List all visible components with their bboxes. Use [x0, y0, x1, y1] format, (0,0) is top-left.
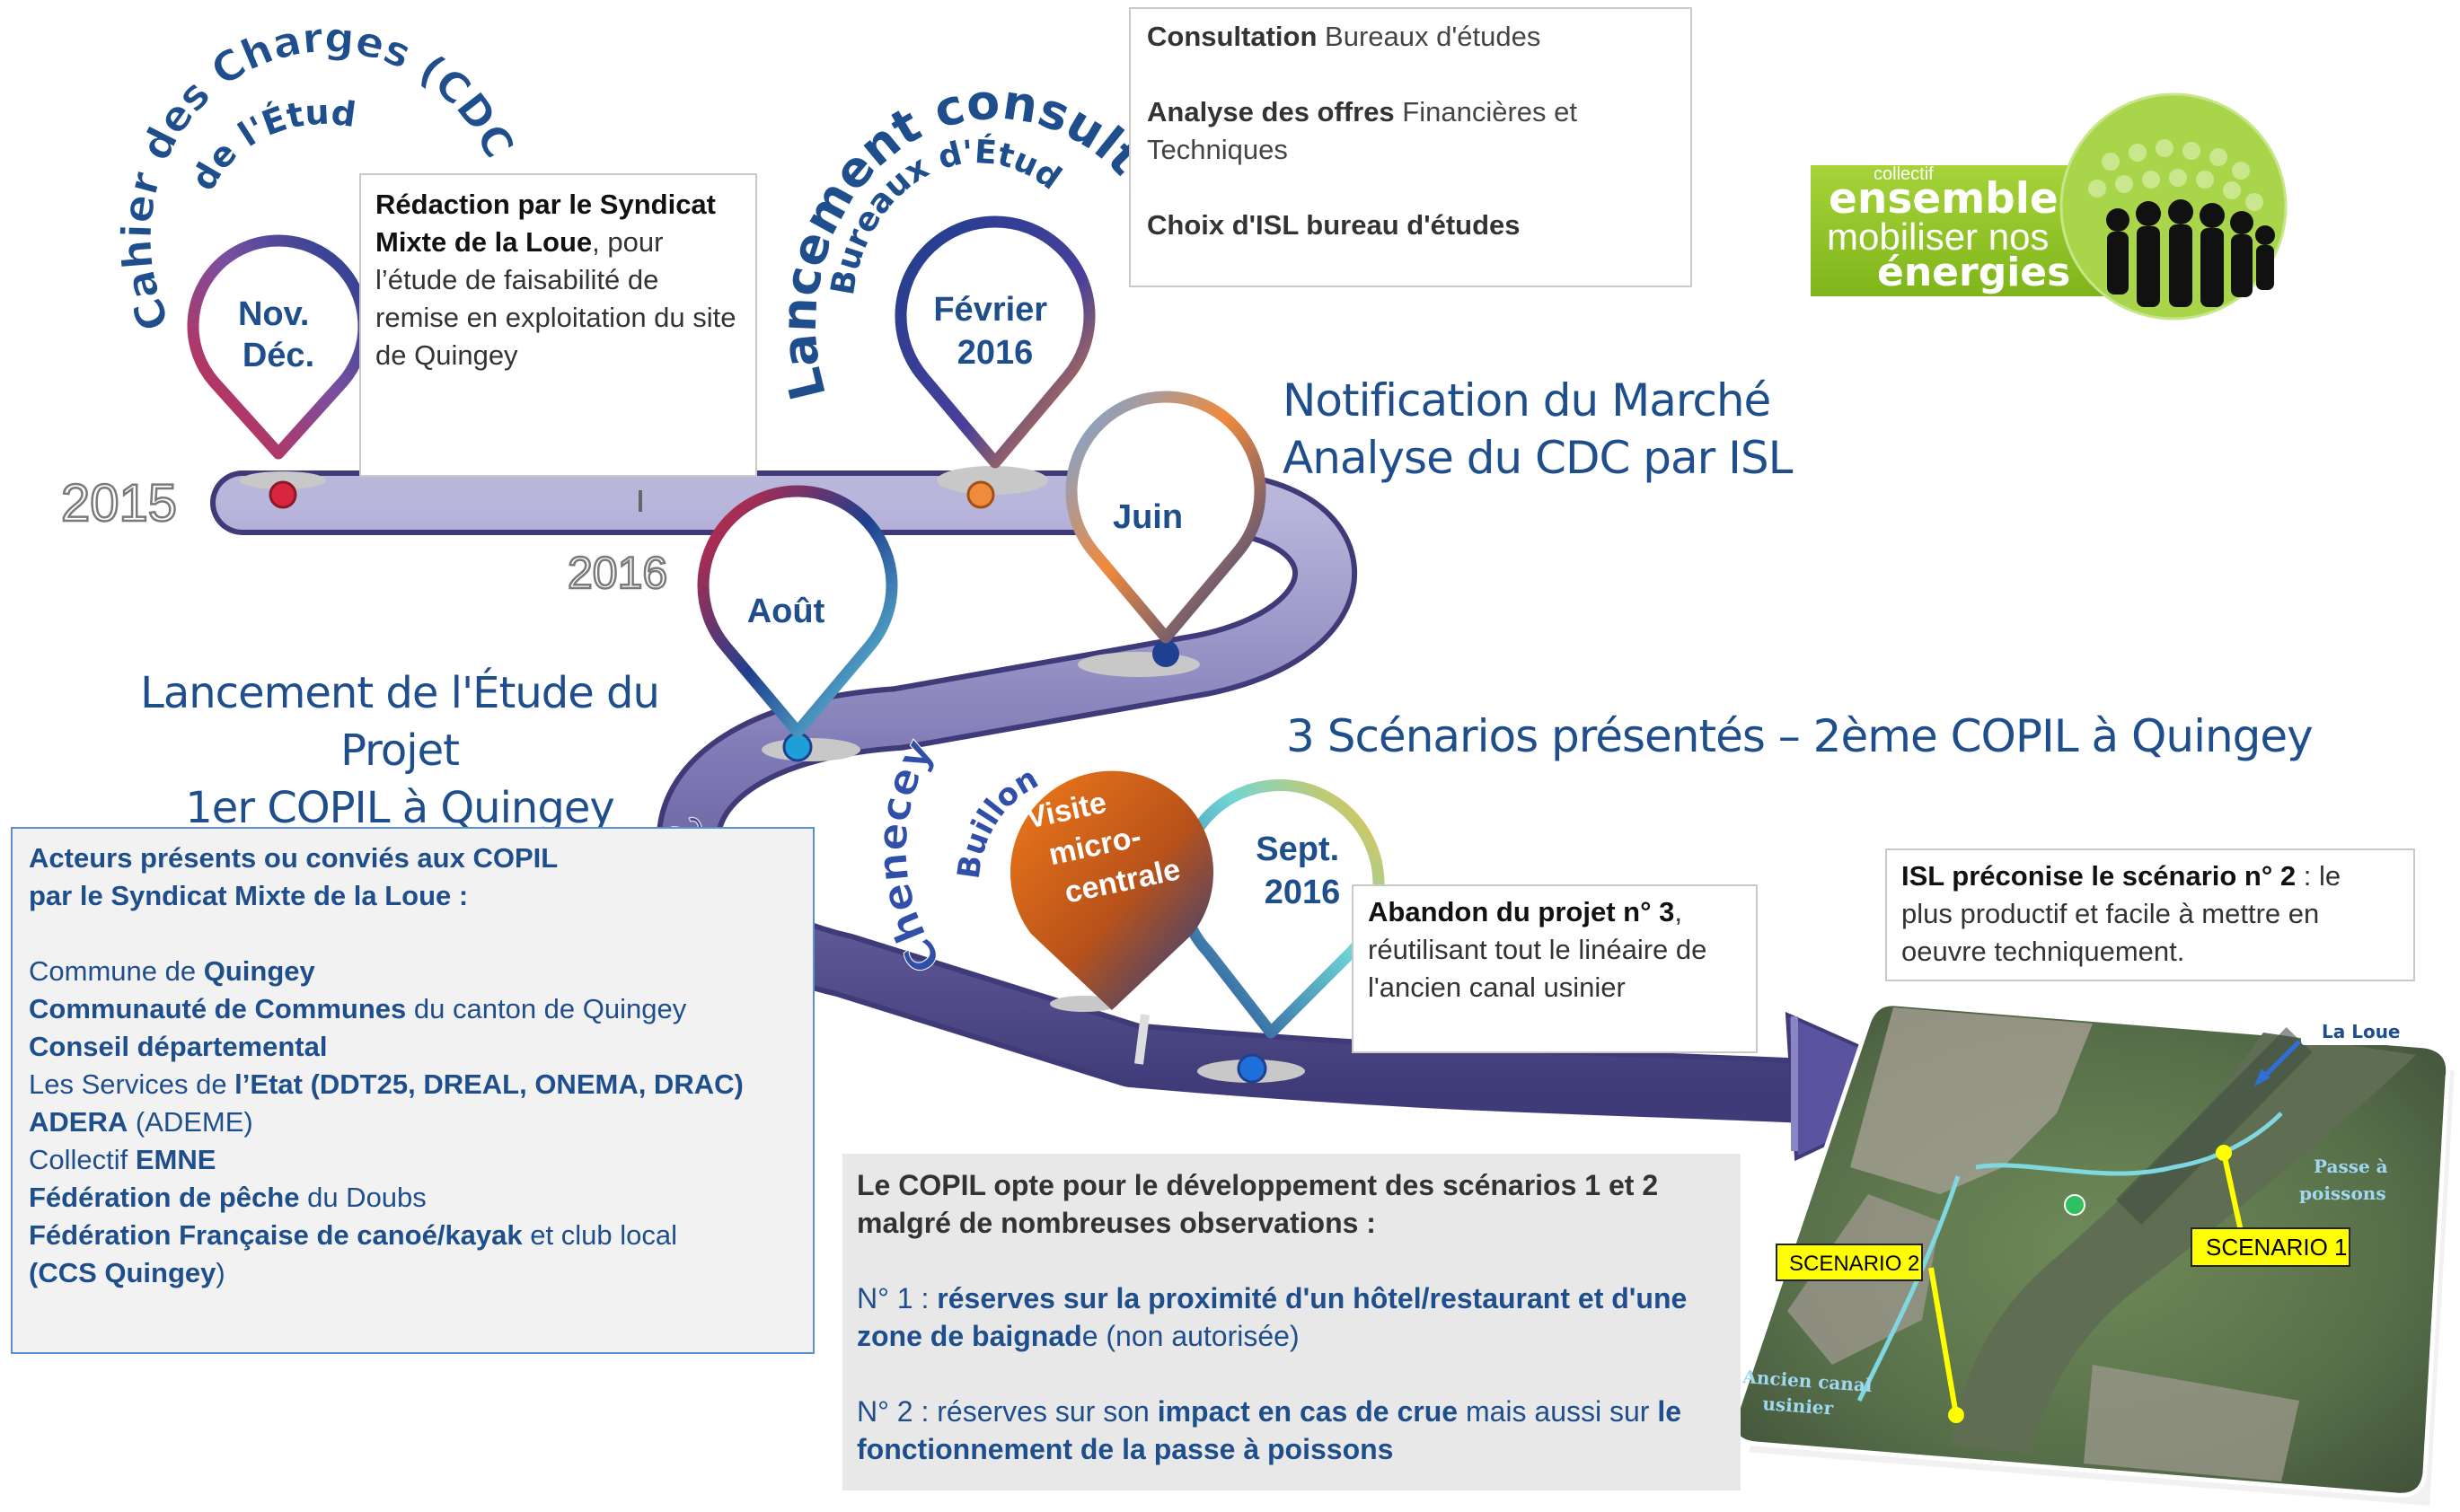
acteurs-title-1: Acteurs présents ou conviés aux COPIL [29, 842, 559, 874]
logo-word-ensemble: ensemble [1829, 174, 2059, 224]
svg-text:Février 2016: Février 2016 [933, 291, 1056, 372]
redaction-bold: Rédaction par le Syndicat Mixte de la Lo… [375, 189, 716, 258]
consultation-line-3: Choix d'ISL bureau d'études [1147, 209, 1521, 241]
acteurs-item: Fédération de pêche du Doubs [29, 1182, 427, 1213]
box-redaction-cdc: Rédaction par le Syndicat Mixte de la Lo… [359, 173, 757, 477]
pin-fevrier: Février 2016 [895, 215, 1096, 469]
year-2016-label: 2016 [568, 548, 667, 598]
pin-juin-label: Juin [1113, 498, 1183, 536]
copil-intro: Le COPIL opte pour le développement des … [857, 1169, 1659, 1239]
consultation-line-2: Analyse des offres Financières et Techni… [1147, 96, 1577, 165]
year-2015-label: 2015 [61, 474, 177, 532]
logo-word-collectif: collectif [1874, 164, 1934, 184]
logo-word-energies: énergies [1877, 250, 2070, 295]
heading-lancement-line1: Lancement de l'Étude du Projet [140, 668, 660, 776]
aerial-map: La Loue Passe à poissons SCENARIO 2 SCEN… [1732, 1001, 2460, 1512]
pin-fev-line1: Février [933, 291, 1047, 329]
pin-sept-line2: 2016 [1265, 874, 1341, 911]
acteurs-item: (CCS Quingey) [29, 1257, 225, 1288]
pin-sept-line1: Sept. [1256, 831, 1339, 868]
heading-notification-line1: Notification du Marché [1283, 374, 1771, 426]
map-label-scenario-1: SCENARIO 1 [2206, 1234, 2348, 1261]
pin-nov-line1: Nov. [238, 295, 310, 333]
pin-nov-line2: Déc. [242, 337, 314, 374]
milestone-dot-nov [269, 480, 297, 509]
copil-n2: N° 2 : réserves sur son impact en cas de… [857, 1395, 1682, 1465]
pin-sept: Sept. 2016 [1175, 779, 1385, 1039]
milestone-dot-fev [966, 480, 995, 509]
map-label-scenario-2: SCENARIO 2 [1789, 1252, 1919, 1276]
map-label-passe-1: Passe à [2314, 1156, 2388, 1177]
logo-word-mobiliser: mobiliser nos [1827, 215, 2049, 258]
acteurs-item: Communauté de Communes du canton de Quin… [29, 993, 687, 1024]
pin-aout: Août [697, 485, 898, 738]
acteurs-item: ADERA (ADEME) [29, 1106, 253, 1138]
people-silhouette-icon [2106, 199, 2275, 307]
pin-fev-line2: 2016 [957, 334, 1034, 372]
pin-aout-label: Août [747, 593, 825, 630]
map-label-la-loue: La Loue [2322, 1021, 2401, 1042]
heading-lancement-line2: 1er COPIL à Quingey [185, 783, 615, 833]
milestone-dot-aout [782, 732, 813, 762]
acteurs-item: Commune de Quingey [29, 955, 315, 987]
emne-logo: collectif ensemble mobiliser nos énergie… [1811, 92, 2288, 321]
pin-visite-microcentrale: Visite micro- centrale [1010, 770, 1214, 1010]
box-acteurs: Acteurs présents ou conviés aux COPIL pa… [11, 827, 815, 1354]
pin-juin: Juin [1065, 391, 1266, 644]
consultation-line-1: Consultation Bureaux d'études [1147, 21, 1541, 52]
svg-text:Sept. 2016: Sept. 2016 [1256, 831, 1348, 911]
heading-notification-line2: Analyse du CDC par ISL [1283, 432, 1793, 484]
milestone-dot-juin [1152, 640, 1179, 667]
acteurs-title-2: par le Syndicat Mixte de la Loue : [29, 880, 469, 911]
acteurs-item: Fédération Française de canoé/kayak et c… [29, 1219, 677, 1251]
pin-nov-dec: Nov. Déc. [187, 234, 370, 460]
acteurs-item: Les Services de l’Etat (DDT25, DREAL, ON… [29, 1068, 744, 1100]
box-isl: ISL préconise le scénario n° 2 : le plus… [1885, 848, 2415, 981]
redaction-rest: , pour l’étude de faisabilité de remise … [375, 226, 736, 371]
map-label-passe-2: poissons [2299, 1182, 2386, 1204]
map-label-canal-2: usinier [1762, 1393, 1835, 1419]
acteurs-item: Conseil départemental [29, 1031, 328, 1062]
heading-lancement-etude: Lancement de l'Étude du Projet 1er COPIL… [76, 664, 723, 837]
copil-n1: N° 1 : réserves sur la proximité d'un hô… [857, 1282, 1688, 1352]
milestone-dot-sept [1237, 1053, 1267, 1084]
heading-notification: Notification du Marché Analyse du CDC pa… [1283, 372, 1793, 487]
acteurs-item: Collectif EMNE [29, 1144, 216, 1175]
timeline-tick [1134, 1014, 1150, 1065]
svg-text:Nov. Déc.: Nov. Déc. [238, 295, 319, 374]
heading-scenarios: 3 Scénarios présentés – 2ème COPIL à Qui… [1286, 710, 2314, 762]
box-abandon: Abandon du projet n° 3, réutilisant tout… [1352, 884, 1758, 1053]
box-copil: Le COPIL opte pour le développement des … [842, 1154, 1741, 1490]
box-consultation: Consultation Bureaux d'études Analyse de… [1129, 7, 1692, 287]
